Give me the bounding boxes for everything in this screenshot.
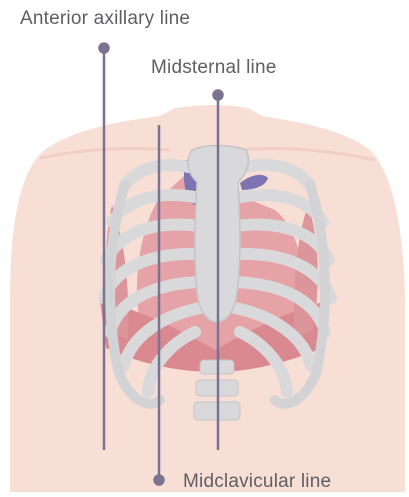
midsternal-label: Midsternal line bbox=[151, 58, 277, 77]
midclavicular-marker bbox=[155, 476, 164, 485]
midsternal-marker bbox=[214, 91, 223, 100]
anterior-axillary-label: Anterior axillary line bbox=[20, 9, 190, 28]
midclavicular-label: Midclavicular line bbox=[183, 472, 331, 491]
anterior-axillary-marker bbox=[100, 44, 109, 53]
